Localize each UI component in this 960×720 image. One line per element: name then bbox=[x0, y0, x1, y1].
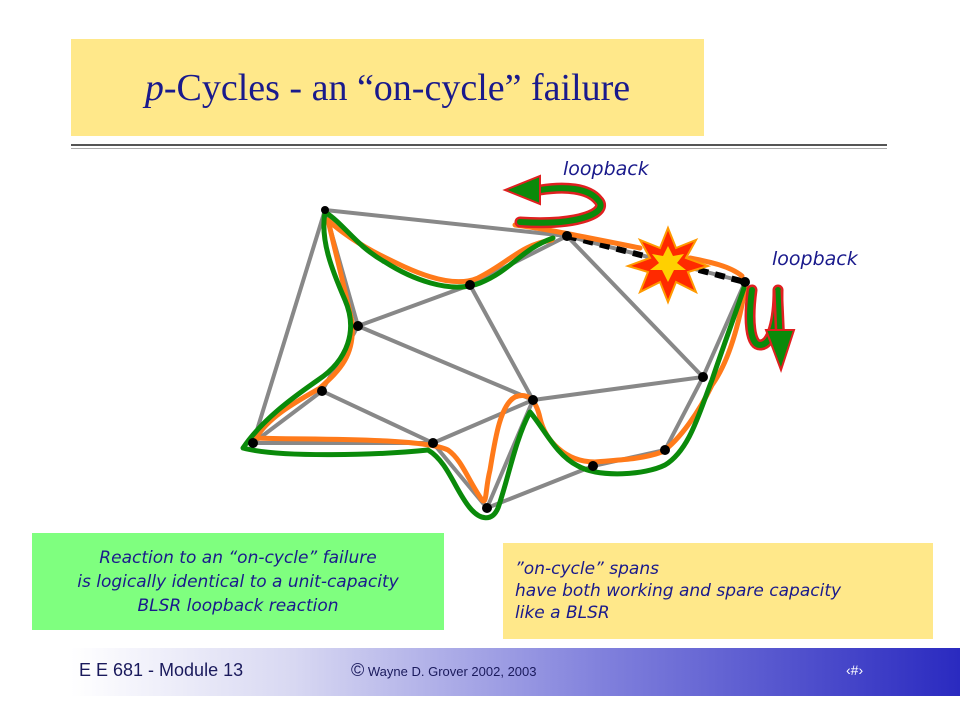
span-a-g bbox=[251, 208, 327, 445]
span-k-l bbox=[485, 464, 595, 510]
node bbox=[428, 438, 438, 448]
node bbox=[588, 461, 598, 471]
network-nodes bbox=[248, 206, 750, 513]
copyright-symbol: © bbox=[351, 660, 365, 680]
span-m-j bbox=[663, 375, 705, 452]
reaction-note-line-2: is logically identical to a unit-capacit… bbox=[77, 571, 399, 592]
node bbox=[353, 321, 363, 331]
on-cycle-spans-note: ”on-cycle” spans have both working and s… bbox=[503, 543, 933, 639]
span-c-j bbox=[701, 280, 747, 379]
slide-title: p-Cycles - an “on-cycle” failure bbox=[145, 66, 630, 110]
node bbox=[321, 206, 329, 214]
span-f-h bbox=[320, 389, 435, 445]
span-d-i bbox=[468, 283, 535, 402]
on-cycle-note-line-1: ”on-cycle” spans bbox=[515, 559, 659, 579]
node bbox=[465, 280, 475, 290]
reaction-note-line-1: Reaction to an “on-cycle” failure bbox=[99, 547, 377, 568]
span-i-j bbox=[531, 375, 705, 402]
page-number: ‹#› bbox=[846, 662, 864, 678]
title-box: p-Cycles - an “on-cycle” failure bbox=[71, 39, 704, 136]
node bbox=[482, 503, 492, 513]
copyright-notice: © Wayne D. Grover 2002, 2003 bbox=[351, 660, 536, 681]
reaction-note: Reaction to an “on-cycle” failure is log… bbox=[32, 533, 444, 630]
span-f-g bbox=[251, 389, 324, 445]
span-a-b bbox=[323, 208, 569, 238]
failure-burst-core bbox=[650, 246, 686, 282]
loopback-label-right: loopback bbox=[772, 248, 858, 270]
span-e-i bbox=[356, 324, 535, 402]
node bbox=[528, 395, 538, 405]
node bbox=[562, 231, 572, 241]
on-cycle-note-line-2: have both working and spare capacity bbox=[515, 581, 842, 601]
title-rule bbox=[71, 144, 887, 146]
node bbox=[740, 277, 750, 287]
title-rule-thin bbox=[71, 148, 887, 149]
loopback-label-top: loopback bbox=[563, 158, 649, 180]
course-label: E E 681 - Module 13 bbox=[79, 660, 244, 680]
on-cycle-note-line-3: like a BLSR bbox=[515, 603, 610, 623]
node bbox=[698, 372, 708, 382]
protection-loopback-path bbox=[240, 209, 747, 521]
loopback-arrow-top-icon bbox=[502, 174, 606, 229]
title-italic-p: p bbox=[144, 66, 164, 109]
span-e-d bbox=[356, 283, 472, 328]
node bbox=[317, 386, 327, 396]
node bbox=[248, 438, 258, 448]
reaction-note-line-3: BLSR loopback reaction bbox=[137, 595, 339, 616]
node bbox=[660, 445, 670, 455]
span-b-j bbox=[565, 234, 705, 379]
copyright-text: Wayne D. Grover 2002, 2003 bbox=[364, 664, 537, 679]
loopback-arrow-right-icon bbox=[744, 284, 796, 374]
slide-footer: E E 681 - Module 13 © Wayne D. Grover 20… bbox=[71, 648, 960, 696]
span-h-i bbox=[431, 398, 535, 445]
title-rest: -Cycles - an “on-cycle” failure bbox=[163, 66, 631, 109]
